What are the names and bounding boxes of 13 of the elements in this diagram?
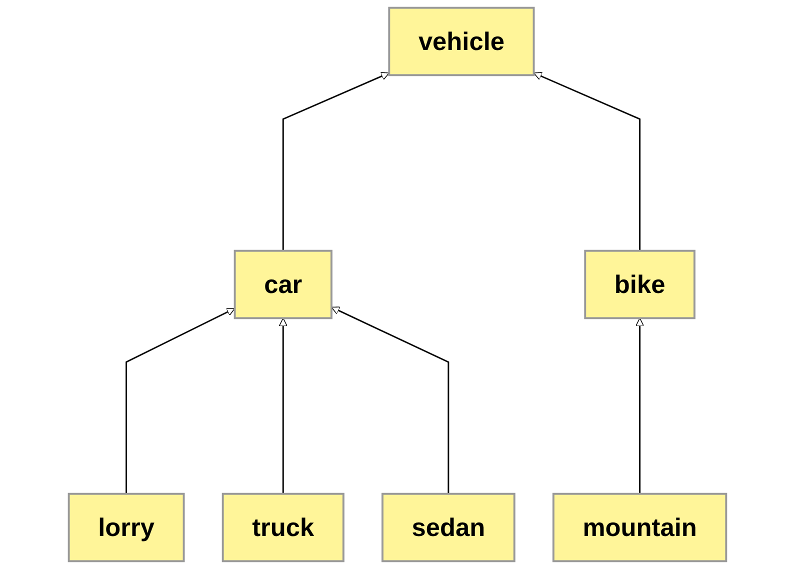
arrow: [532, 72, 640, 251]
node-box: mountain: [552, 492, 727, 562]
node-box: truck: [221, 492, 344, 562]
arrow: [278, 318, 287, 494]
node-box: vehicle: [388, 6, 534, 76]
arrow: [282, 72, 390, 251]
node-box: bike: [584, 250, 695, 320]
arrow: [330, 306, 449, 494]
node-box: car: [233, 250, 332, 320]
arrow: [125, 308, 235, 494]
arrow: [635, 318, 644, 494]
node-box: lorry: [67, 492, 184, 562]
node-box: sedan: [381, 492, 515, 562]
